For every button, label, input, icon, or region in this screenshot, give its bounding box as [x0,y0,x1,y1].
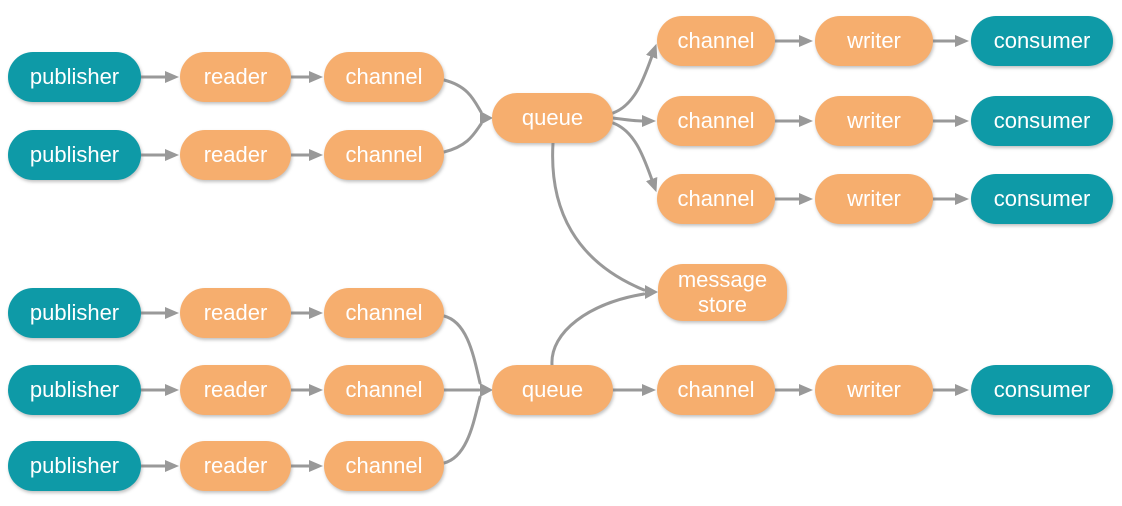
node-queue-1: queue [492,93,613,143]
node-consumer-4: consumer [971,365,1113,415]
node-writer-4: writer [815,365,933,415]
node-label-channel-5: channel [677,185,755,211]
node-publisher-1: publisher [8,52,141,102]
node-label-queue-1: queue [521,104,584,130]
node-label-reader-4: reader [203,376,268,402]
node-label-consumer-1: consumer [993,27,1091,53]
node-label-writer-1: writer [847,27,901,53]
node-label-publisher-2: publisher [29,141,120,167]
node-label-channel-3: channel [677,27,755,53]
node-channel-2: channel [324,130,444,180]
node-label-channel-9: channel [677,376,755,402]
node-reader-5: reader [180,441,291,491]
edge-channel-8-to-queue-2 [442,395,482,465]
node-writer-2: writer [815,96,933,146]
node-consumer-3: consumer [971,174,1113,224]
node-label-channel-4: channel [677,107,755,133]
node-label-publisher-4: publisher [29,376,120,402]
node-label-message-store: message store [677,266,768,317]
node-channel-1: channel [324,52,444,102]
node-writer-1: writer [815,16,933,66]
node-publisher-2: publisher [8,130,141,180]
node-reader-4: reader [180,365,291,415]
node-channel-5: channel [657,174,775,224]
node-reader-1: reader [180,52,291,102]
node-publisher-4: publisher [8,365,141,415]
node-label-publisher-1: publisher [29,63,120,89]
merge-arrowhead-into-queue-1 [480,111,493,125]
merge-arrowhead-into-message-store [645,285,658,299]
node-label-reader-2: reader [203,141,268,167]
node-queue-2: queue [492,365,613,415]
node-label-reader-5: reader [203,452,268,478]
node-channel-8: channel [324,441,444,491]
node-label-writer-3: writer [847,185,901,211]
node-channel-7: channel [324,365,444,415]
edge-queue-1-to-channel-4 [611,114,656,127]
edge-queue-1-to-channel-5 [611,121,658,193]
node-channel-9: channel [657,365,775,415]
node-writer-3: writer [815,174,933,224]
node-label-channel-8: channel [345,452,423,478]
node-label-channel-1: channel [345,63,423,89]
node-label-consumer-2: consumer [993,107,1091,133]
node-label-writer-2: writer [847,107,901,133]
edge-queue-2-to-message-store [550,292,646,367]
edge-channel-6-to-queue-2 [442,314,482,385]
node-label-publisher-3: publisher [29,299,120,325]
node-reader-2: reader [180,130,291,180]
edge-channel-1-to-queue-1 [442,78,483,114]
node-channel-6: channel [324,288,444,338]
node-channel-3: channel [657,16,775,66]
node-label-channel-7: channel [345,376,423,402]
node-label-channel-6: channel [345,299,423,325]
node-reader-3: reader [180,288,291,338]
node-consumer-2: consumer [971,96,1113,146]
merge-arrowhead-into-queue-2 [480,383,493,397]
node-consumer-1: consumer [971,16,1113,66]
node-label-reader-1: reader [203,63,268,89]
node-publisher-5: publisher [8,441,141,491]
edge-queue-1-to-channel-3 [611,43,658,115]
node-label-reader-3: reader [203,299,268,325]
edge-queue-1-to-message-store [551,141,646,292]
node-publisher-3: publisher [8,288,141,338]
node-message-store: message store [658,264,787,321]
node-label-consumer-4: consumer [993,376,1091,402]
node-label-consumer-3: consumer [993,185,1091,211]
node-label-queue-2: queue [521,376,584,402]
edge-channel-2-to-queue-1 [442,122,483,154]
node-label-writer-4: writer [847,376,901,402]
node-label-publisher-5: publisher [29,452,120,478]
node-channel-4: channel [657,96,775,146]
node-label-channel-2: channel [345,141,423,167]
